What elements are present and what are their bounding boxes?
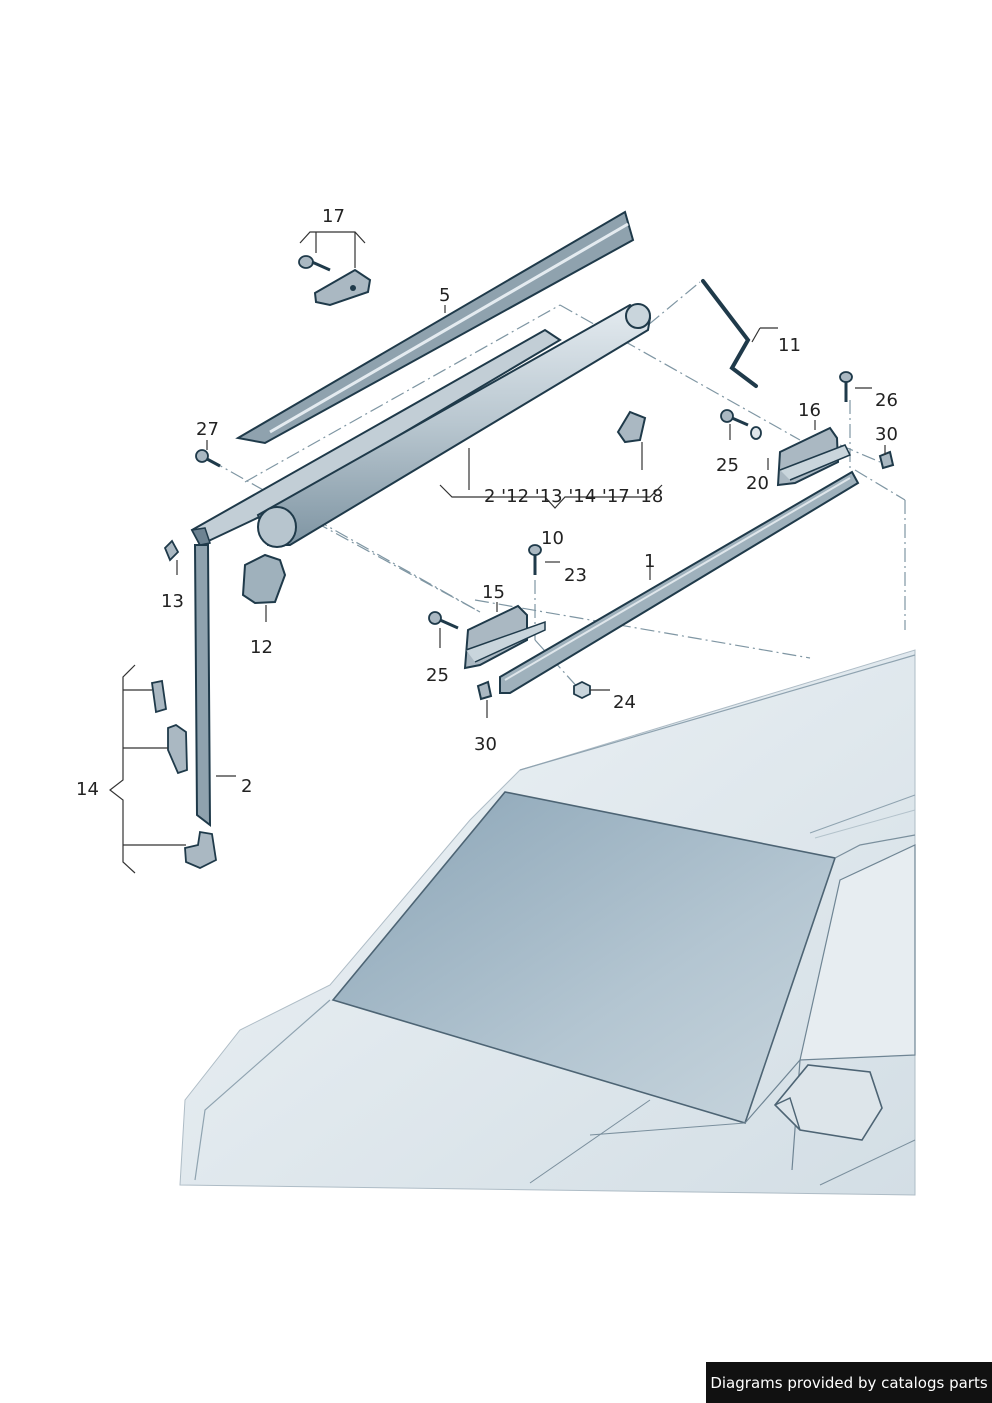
callout-30-left: 30 — [474, 734, 497, 755]
callout-10: 10 — [541, 528, 564, 549]
a-pillar — [834, 834, 916, 859]
part-13-cap — [163, 539, 180, 562]
callout-11: 11 — [778, 335, 801, 356]
roof-rack-line-2 — [814, 809, 916, 839]
part-23-screw — [528, 544, 542, 575]
callout-2-strip: 2 — [241, 776, 253, 797]
part-30-clip-left — [476, 680, 493, 701]
callout-1: 1 — [644, 551, 656, 572]
hood-crease — [194, 999, 331, 1181]
part-1-rail — [499, 470, 860, 694]
part-24-nut — [573, 680, 591, 700]
part-5-trim-strip — [235, 210, 635, 445]
wiper-line — [589, 1122, 746, 1136]
roof-rack-line — [809, 794, 916, 834]
callout-14: 14 — [76, 779, 99, 800]
part-25-screw-right — [720, 409, 749, 427]
part-11-crank — [701, 279, 758, 388]
part-20-washer — [750, 426, 762, 440]
part-27-screw — [195, 449, 221, 468]
callout-23: 23 — [564, 565, 587, 586]
part-14-components — [150, 679, 217, 869]
alignment-lines — [209, 281, 906, 691]
credit-footer: Diagrams provided by catalogs parts — [706, 1362, 992, 1403]
callout-leaders — [109, 231, 886, 874]
side-mirror-base — [774, 1097, 801, 1131]
callout-13: 13 — [161, 591, 184, 612]
part-15-bracket — [463, 604, 546, 670]
part-17-clip — [298, 255, 372, 307]
part-30-clip-right — [878, 450, 895, 470]
callout-20: 20 — [746, 473, 769, 494]
part-2-roller-blind — [190, 303, 652, 548]
part-16-bracket — [776, 426, 852, 487]
side-window — [799, 844, 916, 1061]
callout-12: 12 — [250, 637, 273, 658]
part-26-screw — [839, 371, 853, 402]
vehicle-illustration — [179, 649, 916, 1196]
callout-25-left: 25 — [426, 665, 449, 686]
hood-line — [529, 1099, 651, 1184]
part-25-screw-left — [428, 611, 459, 630]
callout-30-right: 30 — [875, 424, 898, 445]
fender-line — [819, 1139, 916, 1186]
part-2-guide-strip — [193, 544, 212, 828]
part-12-end-cap — [241, 553, 287, 605]
callout-24: 24 — [613, 692, 636, 713]
part-18-bracket — [616, 410, 647, 444]
callout-27: 27 — [196, 419, 219, 440]
callout-5: 5 — [439, 285, 451, 306]
callout-26: 26 — [875, 390, 898, 411]
callout-25-right: 25 — [716, 455, 739, 476]
callout-group-2-12-13-14-17-18: 2 '12 '13 '14 '17 '18 — [484, 486, 664, 507]
callout-16: 16 — [798, 400, 821, 421]
callout-15: 15 — [482, 582, 505, 603]
door-line — [744, 1058, 801, 1171]
callout-17: 17 — [322, 206, 345, 227]
roof-line — [519, 654, 916, 771]
